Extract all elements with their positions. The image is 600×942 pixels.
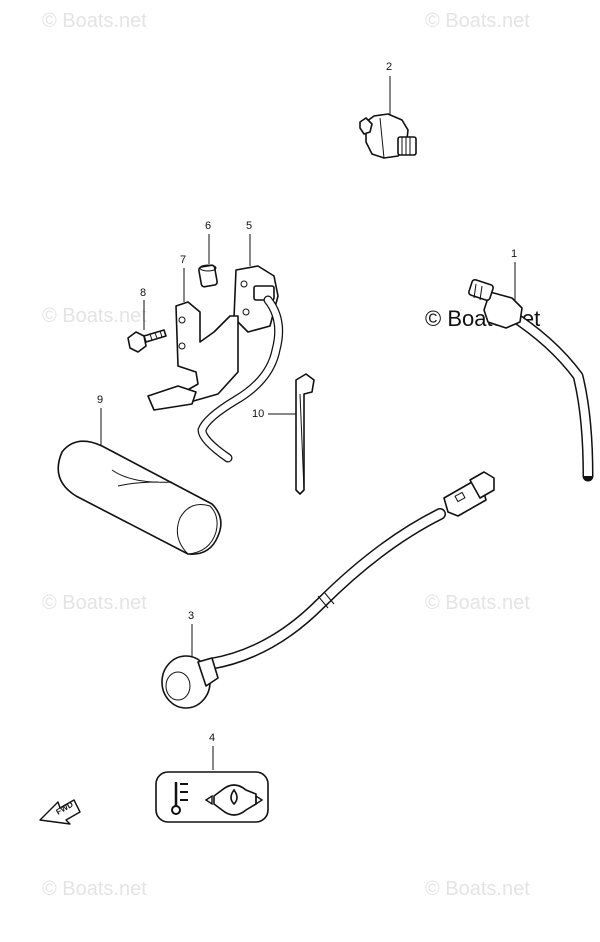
part-7-bracket[interactable] bbox=[147, 268, 239, 411]
watermark: © Boats.net bbox=[425, 10, 530, 32]
part-3-harness[interactable] bbox=[161, 471, 495, 709]
watermark: © Boats.net bbox=[42, 878, 147, 900]
part-1-sensor-cable[interactable] bbox=[468, 262, 594, 482]
fwd-arrow-icon: FWD bbox=[39, 799, 81, 825]
watermark: © Boats.net bbox=[425, 592, 530, 614]
part-5-switch[interactable] bbox=[197, 234, 284, 463]
callout-1: 1 bbox=[511, 248, 518, 260]
part-2-sender[interactable] bbox=[359, 76, 417, 159]
part-9-tube[interactable] bbox=[57, 408, 222, 555]
watermark: © Boats.net bbox=[42, 305, 147, 327]
callout-7: 7 bbox=[180, 254, 187, 266]
part-4-decal[interactable] bbox=[155, 746, 269, 823]
oil-pressure-icon bbox=[204, 784, 264, 816]
callout-5: 5 bbox=[246, 220, 253, 232]
part-10-cable-tie[interactable] bbox=[268, 373, 315, 495]
callout-3: 3 bbox=[188, 610, 195, 622]
temperature-icon bbox=[171, 782, 188, 815]
callout-9: 9 bbox=[97, 394, 104, 406]
watermark: © Boats.net bbox=[42, 592, 147, 614]
callout-10: 10 bbox=[252, 408, 265, 420]
part-6-sleeve[interactable] bbox=[198, 234, 218, 288]
callout-4: 4 bbox=[209, 732, 216, 744]
watermark: © Boats.net bbox=[425, 878, 530, 900]
callout-2: 2 bbox=[386, 61, 393, 73]
callout-8: 8 bbox=[140, 287, 147, 299]
callout-6: 6 bbox=[205, 220, 212, 232]
part-8-screw[interactable] bbox=[127, 300, 167, 353]
watermark: © Boats.net bbox=[42, 10, 147, 32]
